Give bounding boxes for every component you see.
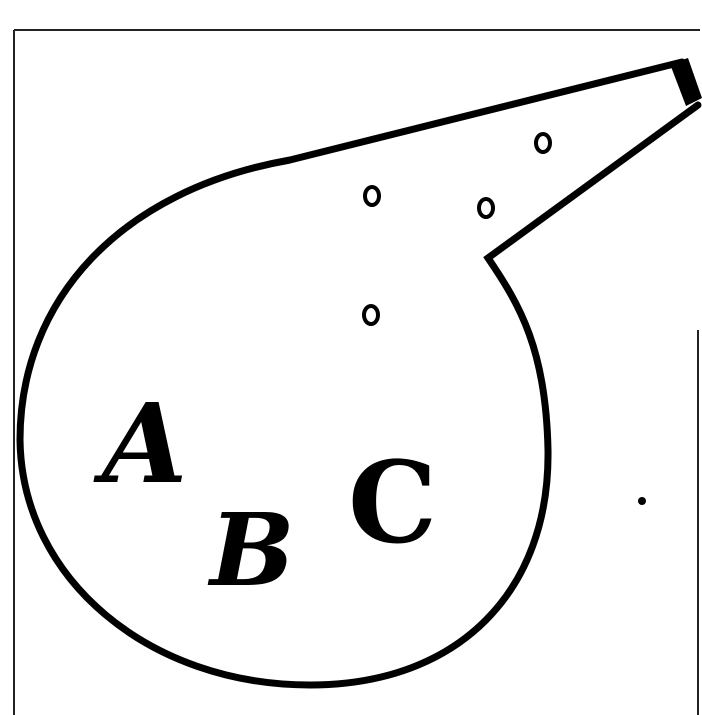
hole: [364, 306, 378, 324]
hole: [536, 134, 550, 152]
region-label-b: B: [207, 491, 295, 609]
outside-dot: [638, 497, 646, 505]
hole: [479, 199, 493, 217]
hole: [365, 187, 379, 205]
mouthpiece-end: [670, 58, 702, 106]
region-label-c: C: [348, 438, 437, 569]
figure-frame: [14, 30, 700, 715]
whistle-outline: [20, 62, 698, 685]
region-label-a: A: [93, 379, 187, 508]
